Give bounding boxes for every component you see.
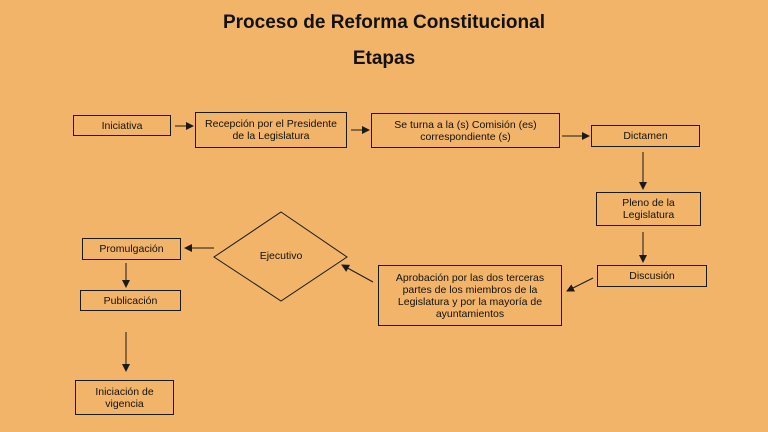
node-pleno: Pleno de la Legislatura <box>596 192 701 226</box>
node-publicacion: Publicación <box>80 290 181 311</box>
node-ejecutivo-label: Ejecutivo <box>259 250 303 262</box>
node-vigencia: Iniciación de vigencia <box>75 380 174 415</box>
node-iniciativa: Iniciativa <box>73 115 171 136</box>
node-promulgacion: Promulgación <box>82 238 181 260</box>
node-discusion: Discusión <box>597 265 707 287</box>
node-recepcion: Recepción por el Presidente de la Legisl… <box>195 112 347 148</box>
diagram-title: Proceso de Reforma Constitucional <box>222 12 545 33</box>
diagram-subtitle: Etapas <box>352 48 416 69</box>
arrow-discusion-aprobacion <box>566 277 594 292</box>
ejecutivo-diamond <box>213 211 348 302</box>
node-comision: Se turna a la (s) Comisión (es) correspo… <box>371 113 560 148</box>
node-dictamen: Dictamen <box>591 125 700 147</box>
node-aprobacion: Aprobación por las dos terceras partes d… <box>378 265 562 326</box>
arrow-aprobacion-ejecutivo <box>341 264 374 283</box>
